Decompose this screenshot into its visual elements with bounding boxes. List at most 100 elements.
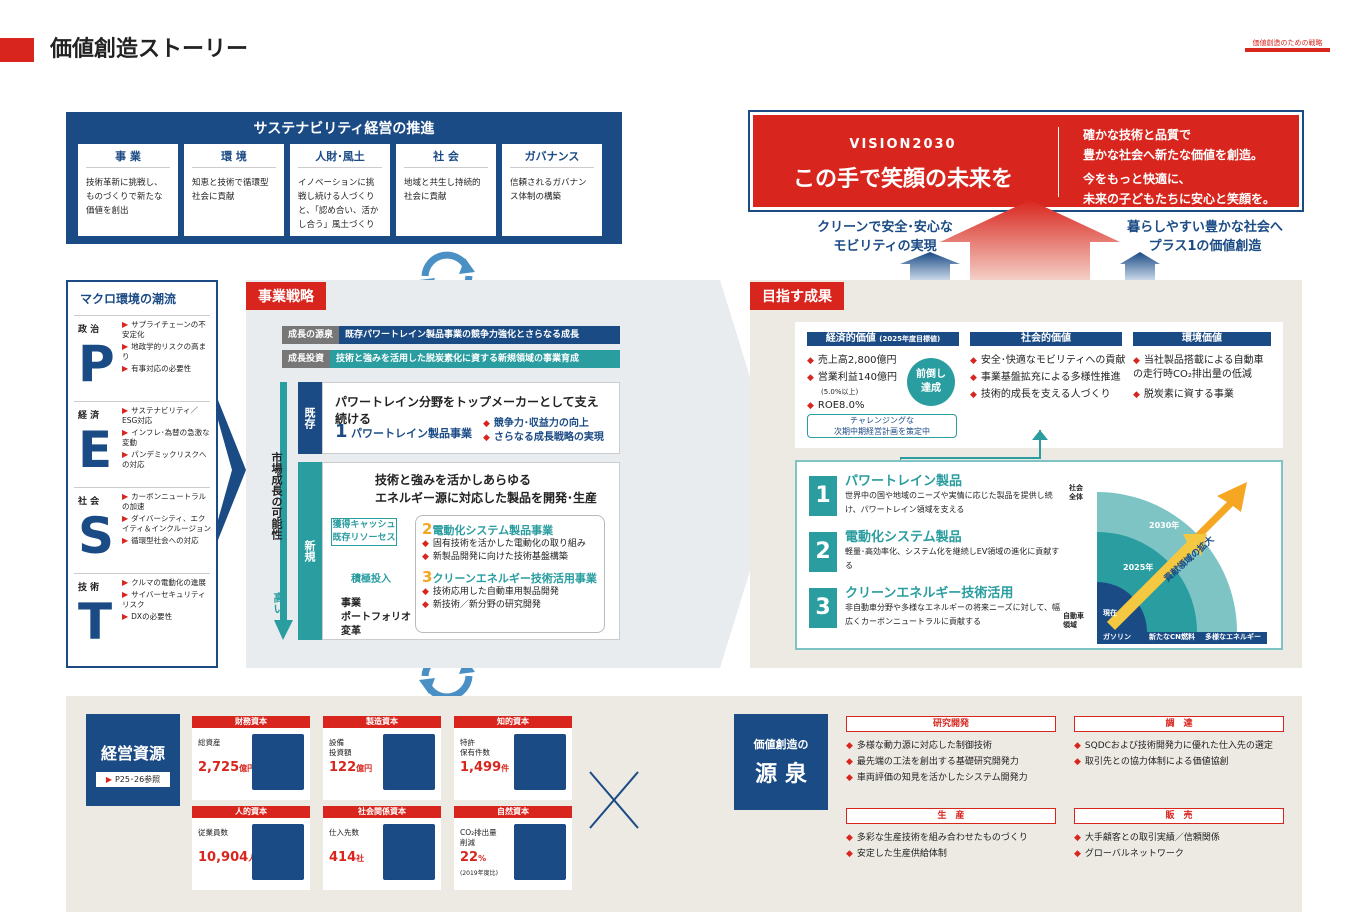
resources-ref-link[interactable]: P25･26参照: [96, 772, 170, 787]
sustain-card: 事 業技術革新に挑戦し、ものづくりで新たな価値を創出: [78, 144, 178, 236]
results-chart-rings-2: 2030年: [1149, 521, 1180, 530]
pest-groups-1-items-0: サステナビリティ／ESG対応: [122, 406, 212, 426]
sustain-card: 人財･風土イノベーションに挑戦し続ける人づくりと、「認め合い、活かし合う」風土づ…: [290, 144, 390, 236]
strategy-box2-title: 技術と強みを活かしあらゆる エネルギー源に対応した製品を開発･生産: [375, 473, 598, 505]
vision-lines: 確かな技術と品質で豊かな社会へ新たな価値を創造。今をもっと快適に、未来の子どもた…: [1083, 125, 1275, 209]
up-arrows: [900, 200, 1160, 280]
results-econ-title: 経済的価値: [825, 333, 876, 344]
strategy-b3-points-0: 技術応用した自動車用製品開発: [422, 586, 598, 599]
pest-groups-3-items-0: クルマの電動化の進展: [122, 578, 212, 588]
sustain-cards-4-text: 信頼されるガバナンス体制の構築: [510, 178, 587, 202]
pest-groups-3-label: 技 術: [78, 583, 100, 593]
results-products-1-text: 軽量･高効率化、システム化を継続しEV領域の進化に貢献する: [845, 547, 1060, 570]
vision-left-label: クリーンで安全･安心な モビリティの実現: [817, 220, 953, 254]
sprout-icon: [514, 824, 566, 880]
vision-panel: VISION2030 この手で笑顔の未来を 確かな技術と品質で豊かな社会へ新たな…: [748, 110, 1304, 212]
cross-icon: [589, 771, 639, 829]
strategy-b2-name: 電動化システム製品事業: [432, 524, 554, 537]
source-groups-3-items-1: グローバルネットワーク: [1074, 846, 1284, 862]
vision-lines-0: 確かな技術と品質で: [1083, 128, 1192, 142]
pest-groups-3-items-1: サイバーセキュリティリスク: [122, 590, 212, 610]
source-title1: 価値創造の: [753, 738, 809, 751]
results-products-1-num: 2: [809, 532, 837, 572]
results-chart-rings-0: 現在: [1103, 609, 1117, 617]
strategy-b2-points-1: 新製品開発に向けた技術基盤構築: [422, 551, 598, 564]
sustain-cards-2-text: イノベーションに挑戦し続ける人づくりと、「認め合い、活かし合う」風土づくり: [298, 178, 379, 230]
resources-caps-5-value: 22: [460, 850, 479, 865]
resources-caps-2-unit: 件: [501, 764, 510, 773]
sustainability-panel: サステナビリティ経営の推進 事 業技術革新に挑戦し、ものづくりで新たな価値を創出…: [66, 112, 622, 244]
results-products-2-name: クリーンエネルギー技術活用: [845, 586, 1014, 601]
source-groups-2-items-1: 安定した生産供給体制: [846, 846, 1056, 862]
resources-caps-2-title: 知的資本: [454, 716, 572, 728]
strategy-rows-1-text: 技術と強みを活用した脱炭素化に資する新規領域の事業育成: [330, 350, 620, 368]
pest-groups-2-items-1: ダイバーシティ、エクイティ＆インクルージョン: [122, 514, 212, 534]
resources-caps-5-title: 自然資本: [454, 806, 572, 818]
pest-groups-0-items-1: 地政学的リスクの高まり: [122, 342, 212, 362]
strategy-axis: 市場成長の可能性: [270, 452, 283, 540]
resources-caps-5-note: (2019年度比): [460, 870, 498, 877]
strategy-rows-1-label: 成長投資: [282, 350, 331, 368]
box1: パワートレイン分野をトップメーカーとして支え続ける 1 パワートレイン製品事業 …: [322, 382, 620, 454]
values-box: 経済的価値 (2025年度目標値) 売上高2,800億円 営業利益140億円 (…: [795, 322, 1283, 448]
resources-caps-2-value: 1,499: [460, 760, 502, 775]
results-chart-rings-1: 2025年: [1123, 563, 1154, 572]
source-title2: 源 泉: [755, 762, 807, 787]
kizon-label: 既存: [298, 382, 322, 454]
results-products-0-name: パワートレイン製品: [845, 474, 963, 489]
pest-groups-3-items-2: DXの必要性: [122, 612, 212, 622]
results-title: 目指す成果: [750, 282, 844, 310]
results-products-1-name: 電動化システム製品: [845, 530, 962, 545]
pest-group: 経 済Eサステナビリティ／ESG対応インフレ･為替の急激な変動パンデミックリスク…: [74, 401, 210, 487]
pest-groups-2-letter: S: [78, 507, 115, 565]
resources-caps-4-title: 社会関係資本: [323, 806, 441, 818]
header-accent: [0, 38, 34, 62]
cash-label: 獲得キャッシュ 既存リソーセス: [331, 518, 397, 546]
results-chart-x-2: 多様なエネルギー: [1205, 633, 1261, 641]
resources-title-box: 経営資源 P25･26参照: [86, 714, 180, 806]
strategy-invest: 積極投入: [351, 574, 391, 585]
source-title-box: 価値創造の 源 泉: [734, 714, 828, 810]
results-products-2-text: 非自動車分野や多様なエネルギーの将来ニーズに対して、幅広くカーボンニュートラルに…: [845, 603, 1060, 626]
pest-title: マクロ環境の潮流: [80, 292, 177, 306]
sustain-card: ガバナンス信頼されるガバナンス体制の構築: [502, 144, 602, 236]
resources-caps-3-label: 従業員数: [198, 828, 228, 837]
sustain-cards-3-text: 地域と共生し持続的社会に貢献: [404, 178, 481, 202]
results-social-title: 社会的価値: [970, 332, 1122, 346]
source-groups-0-items-2: 車両評価の知見を活かしたシステム開発力: [846, 770, 1056, 786]
people-icon: [252, 824, 304, 880]
source-groups-1-items-0: SQDCおよび技術開発力に優れた仕入先の選定: [1074, 738, 1284, 754]
pest-groups-2-items-0: カーボンニュートラルの加速: [122, 492, 212, 512]
resources-caps-0-unit: 億円: [239, 764, 256, 773]
results-products-2-num: 3: [809, 588, 837, 628]
pest-group: 技 術T クルマの電動化の進展サイバーセキュリティリスク DXの必要性: [74, 573, 210, 659]
resources-caps-4-label: 仕入先数: [329, 828, 359, 837]
resources-caps-3-value: 10,904: [198, 850, 249, 865]
resources-caps-4-value: 414: [329, 850, 357, 865]
page-title: 価値創造ストーリー: [50, 37, 249, 62]
results-econ-items-2: ROE8.0%: [807, 399, 907, 413]
results-econ-challenge: チャレンジングな 次期中期経営計画を策定中: [807, 414, 957, 438]
resources-title: 経営資源: [100, 744, 165, 763]
pest-groups-3-letter: T: [78, 593, 113, 651]
pest-group: 社 会Sカーボンニュートラルの加速ダイバーシティ、エクイティ＆インクルージョン循…: [74, 487, 212, 573]
resources-caps-0-title: 財務資本: [192, 716, 310, 728]
pest-groups-2-items-2: 循環型社会への対応: [122, 536, 212, 546]
results-econ-note: (5.0%以上): [821, 388, 859, 396]
source-groups-0-items-0: 多様な動力源に対応した制御技術: [846, 738, 1056, 754]
source-group: 生 産多彩な生産技術を組み合わせたものづくり安定した生産供給体制: [846, 808, 1056, 878]
source-groups-0-items-1: 最先端の工法を創出する基礎研究開発力: [846, 754, 1056, 770]
source-group: 調 達SQDCおよび技術開発力に優れた仕入先の選定取引先との協力体制による価値協…: [1074, 716, 1284, 804]
strategy-rows-0-label: 成長の源泉: [282, 326, 340, 344]
vision-lines-1: 豊かな社会へ新たな価値を創造。: [1083, 148, 1264, 162]
pest-groups-0-letter: P: [78, 335, 115, 393]
market-axis: 市場成長の可能性 高い: [266, 382, 300, 640]
results-social-items-1: 事業基盤拡充による多様性推進: [970, 371, 1125, 385]
vision-lines-2: 今をもっと快適に、: [1083, 172, 1191, 186]
strategy-axis-low: 高い: [272, 592, 285, 614]
strategy-row: 成長の源泉既存パワートレイン製品事業の競争力強化とさらなる成長: [282, 326, 620, 344]
